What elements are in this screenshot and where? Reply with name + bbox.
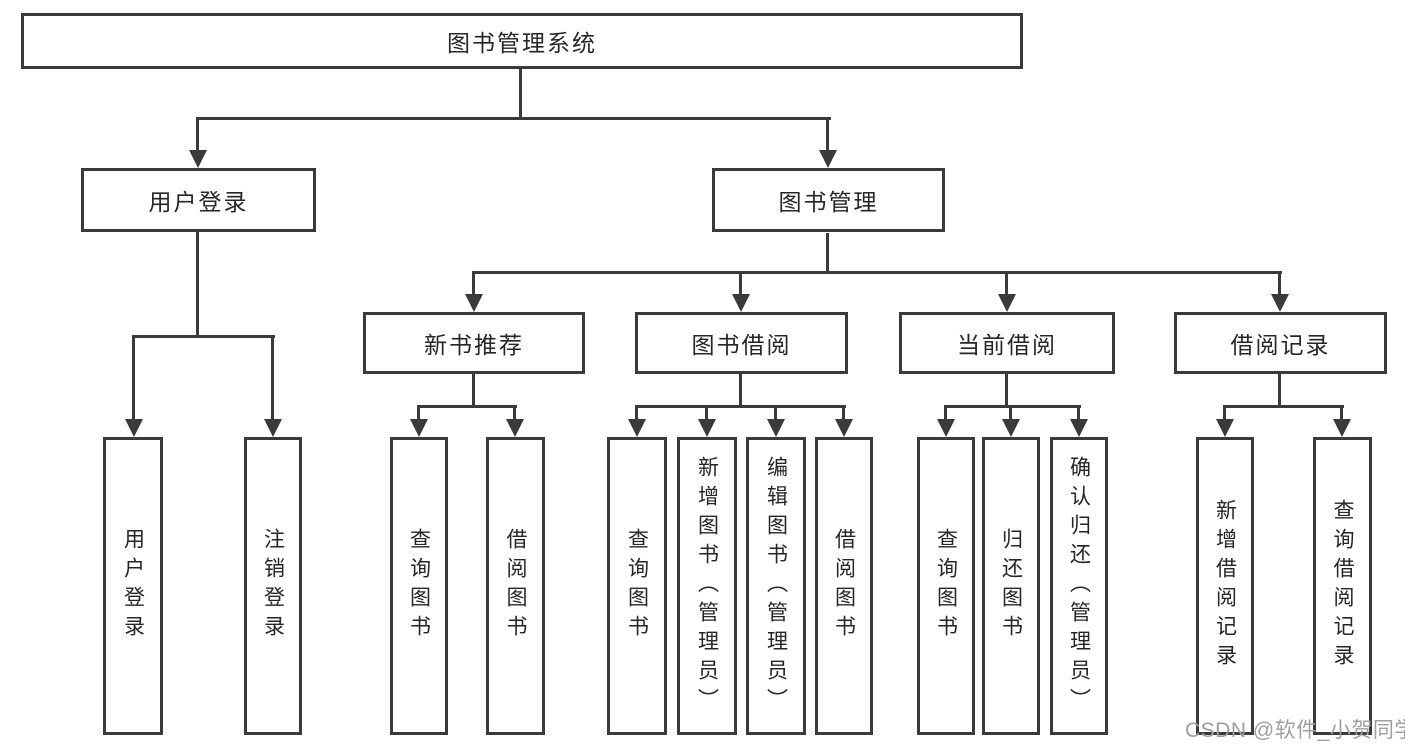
leaf-bb-edit-books-admin-label: 编辑图书（管理员） xyxy=(764,455,788,717)
arrowhead-borrow-records xyxy=(1271,294,1289,312)
arrowhead-cb-query xyxy=(937,419,955,437)
node-current-borrow-label: 当前借阅 xyxy=(957,332,1057,358)
leaf-br-query-record-label: 查询借阅记录 xyxy=(1331,499,1354,673)
leaf-nb-borrow-books: 借阅图书 xyxy=(486,437,545,735)
connector-drop-new-book xyxy=(472,271,475,294)
arrowhead-user-login xyxy=(189,150,207,168)
arrowhead-bb-edit xyxy=(767,419,785,437)
leaf-cb-return-books: 归还图书 xyxy=(982,437,1040,735)
node-book-management-label: 图书管理 xyxy=(778,189,879,215)
connector-level2-hline xyxy=(197,117,831,120)
arrowhead-leaf-user-login xyxy=(125,419,143,437)
leaf-user-login: 用户登录 xyxy=(103,437,163,735)
arrowhead-new-book xyxy=(465,294,483,312)
leaf-br-add-record: 新增借阅记录 xyxy=(1196,437,1254,735)
node-user-login-label: 用户登录 xyxy=(148,189,249,215)
connector-drop-book-management xyxy=(826,117,829,150)
arrowhead-cb-confirm xyxy=(1070,419,1088,437)
connector-borrow-records-stem xyxy=(1278,374,1281,408)
node-new-book-recommend: 新书推荐 xyxy=(363,312,585,374)
leaf-nb-borrow-books-label: 借阅图书 xyxy=(504,528,527,644)
connector-borrow-records-hline xyxy=(1223,405,1344,408)
connector-drop-nb-query xyxy=(417,405,420,419)
node-user-login: 用户登录 xyxy=(81,168,316,232)
connector-user-login-stem xyxy=(196,232,199,338)
connector-drop-bb-add xyxy=(705,405,708,419)
connector-drop-book-borrow xyxy=(739,271,742,294)
arrowhead-nb-query xyxy=(410,419,428,437)
leaf-br-query-record: 查询借阅记录 xyxy=(1313,437,1372,735)
leaf-br-add-record-label: 新增借阅记录 xyxy=(1213,499,1237,673)
leaf-bb-edit-books-admin: 编辑图书（管理员） xyxy=(746,437,806,735)
node-library-system-root-label: 图书管理系统 xyxy=(447,30,597,56)
leaf-nb-query-books: 查询图书 xyxy=(390,437,448,735)
arrowhead-bb-query xyxy=(628,419,646,437)
leaf-cb-query-books: 查询图书 xyxy=(917,437,975,735)
arrowhead-cb-return xyxy=(1002,419,1020,437)
node-library-system-root: 图书管理系统 xyxy=(21,13,1023,69)
connector-drop-current-borrow xyxy=(1005,271,1008,294)
connector-book-borrow-stem xyxy=(739,374,742,408)
connector-drop-cb-query xyxy=(944,405,947,419)
connector-current-borrow-stem xyxy=(1005,374,1008,408)
connector-level3-hline xyxy=(472,271,1282,274)
connector-book-borrow-hline xyxy=(635,405,846,408)
connector-book-management-stem xyxy=(826,233,829,274)
node-book-management: 图书管理 xyxy=(712,168,945,232)
connector-drop-leaf-logout xyxy=(271,335,274,419)
leaf-logout: 注销登录 xyxy=(244,437,302,735)
connector-drop-cb-return xyxy=(1009,405,1012,419)
leaf-user-login-label: 用户登录 xyxy=(121,528,145,644)
node-borrow-records: 借阅记录 xyxy=(1174,312,1387,374)
connector-drop-borrow-records xyxy=(1278,271,1281,294)
node-borrow-records-label: 借阅记录 xyxy=(1230,332,1331,358)
arrowhead-nb-borrow xyxy=(506,419,524,437)
arrowhead-br-add xyxy=(1216,419,1234,437)
node-new-book-recommend-label: 新书推荐 xyxy=(424,332,524,358)
connector-drop-user-login xyxy=(196,117,199,150)
connector-new-book-hline xyxy=(417,405,517,408)
connector-drop-bb-query xyxy=(635,405,638,419)
leaf-bb-borrow-books: 借阅图书 xyxy=(815,437,873,735)
connector-drop-br-query xyxy=(1340,405,1343,419)
connector-user-login-hline xyxy=(132,335,275,338)
node-book-borrow: 图书借阅 xyxy=(635,312,848,374)
connector-root-stem xyxy=(519,69,522,120)
leaf-bb-borrow-books-label: 借阅图书 xyxy=(832,528,856,644)
arrowhead-bb-add xyxy=(698,419,716,437)
leaf-nb-query-books-label: 查询图书 xyxy=(407,528,431,644)
leaf-cb-confirm-return-admin-label: 确认归还（管理员） xyxy=(1067,455,1091,717)
arrowhead-current-borrow xyxy=(998,294,1016,312)
arrowhead-book-borrow xyxy=(732,294,750,312)
leaf-bb-query-books: 查询图书 xyxy=(607,437,667,735)
leaf-logout-label: 注销登录 xyxy=(261,528,285,644)
connector-drop-cb-confirm xyxy=(1077,405,1080,419)
leaf-cb-query-books-label: 查询图书 xyxy=(934,528,958,644)
connector-drop-bb-edit xyxy=(774,405,777,419)
connector-drop-nb-borrow xyxy=(513,405,516,419)
leaf-cb-return-books-label: 归还图书 xyxy=(999,528,1023,644)
leaf-bb-query-books-label: 查询图书 xyxy=(625,528,649,644)
arrowhead-leaf-logout xyxy=(264,419,282,437)
connector-drop-bb-borrow xyxy=(842,405,845,419)
connector-new-book-stem xyxy=(472,374,475,408)
connector-drop-br-add xyxy=(1223,405,1226,419)
leaf-bb-add-books-admin: 新增图书（管理员） xyxy=(677,437,737,735)
arrowhead-br-query xyxy=(1333,419,1351,437)
connector-current-borrow-hline xyxy=(944,405,1081,408)
arrowhead-book-management xyxy=(819,150,837,168)
node-book-borrow-label: 图书借阅 xyxy=(691,332,792,358)
leaf-bb-add-books-admin-label: 新增图书（管理员） xyxy=(695,455,719,717)
connector-drop-leaf-user-login xyxy=(132,335,135,419)
leaf-cb-confirm-return-admin: 确认归还（管理员） xyxy=(1050,437,1108,735)
arrowhead-bb-borrow xyxy=(835,419,853,437)
csdn-watermark: CSDN @软件_小贺同学 xyxy=(1185,719,1405,742)
node-current-borrow: 当前借阅 xyxy=(899,312,1115,374)
